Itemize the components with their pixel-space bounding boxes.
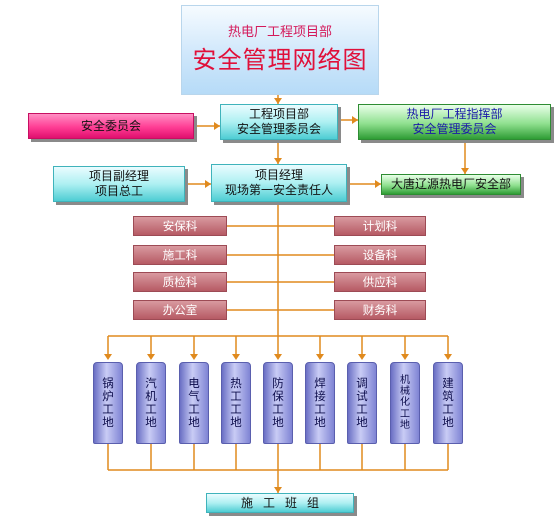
department-box: 计划科 [334,216,426,236]
department-label: 施工科 [162,248,198,262]
team-column: 热工工地 [221,362,251,444]
team-column-char: 锅 [102,376,114,391]
team-column-char: 工 [272,402,284,416]
department-box: 供应科 [334,272,426,292]
department-label: 质检科 [162,275,198,289]
team-column-char: 汽 [145,376,157,391]
team-column-char: 防 [272,376,284,391]
diagram-title-box: 热电厂工程项目部 安全管理网络图 [181,5,379,95]
team-column-char: 地 [230,414,242,429]
team-column: 建筑工地 [433,362,463,444]
team-column-char: 试 [356,389,368,404]
department-box: 设备科 [334,245,426,265]
safety-committee-label: 安全委员会 [80,118,141,133]
team-column-char: 工 [188,402,200,416]
team-column: 防保工地 [263,362,293,444]
team-column-char: 工 [230,402,242,416]
hq-safety-committee-box: 热电厂工程指挥部 安全管理委员会 [358,104,551,140]
team-column: 锅炉工地 [93,362,123,444]
construction-crew-box: 施工班组 [206,493,354,513]
team-column: 焊接工地 [305,362,335,444]
diagram-subtitle: 热电厂工程项目部 [227,24,332,40]
diagram-title: 安全管理网络图 [192,46,368,75]
construction-crew-label: 施工班组 [240,495,329,510]
team-column-char: 地 [442,414,454,429]
team-column: 机械化工地 [390,362,420,444]
team-column-char: 工 [400,408,410,420]
department-label: 计划科 [362,219,398,233]
project-safety-committee-line1: 工程项目部 [248,107,309,121]
team-column-char: 地 [314,414,326,429]
department-label: 安保科 [162,219,198,233]
hq-safety-committee-line1: 热电厂工程指挥部 [406,107,503,121]
team-column-char: 保 [272,389,284,404]
team-column-char: 炉 [102,389,114,404]
department-box: 质检科 [133,272,227,292]
deputy-manager-line2: 项目总工 [94,184,143,198]
team-column-char: 接 [314,389,326,404]
team-column-char: 械 [400,386,410,398]
project-safety-committee-line2: 安全管理委员会 [236,122,321,136]
team-column-char: 地 [102,414,114,429]
team-column-char: 热 [230,376,242,391]
team-column-char: 工 [145,402,157,416]
team-column-char: 工 [442,402,454,416]
team-column-char: 地 [188,414,200,429]
team-column-char: 机 [145,389,157,404]
hq-safety-committee-line2: 安全管理委员会 [412,122,497,136]
project-manager-line2: 现场第一安全责任人 [224,183,333,197]
department-box: 安保科 [133,216,227,236]
deputy-manager-box: 项目副经理 项目总工 [53,166,185,202]
team-column-char: 电 [188,376,200,391]
team-column-char: 气 [188,389,200,404]
safety-committee-box: 安全委员会 [28,113,194,139]
team-column-char: 化 [400,397,410,409]
team-column-char: 筑 [442,389,454,404]
team-column: 调试工地 [347,362,377,444]
department-box: 财务科 [334,300,426,320]
department-label: 财务科 [362,303,398,317]
department-box: 办公室 [133,300,227,320]
team-column: 电气工地 [179,362,209,444]
team-column-char: 工 [314,402,326,416]
team-column-char: 机 [400,375,410,387]
department-label: 办公室 [162,303,198,317]
team-column-char: 地 [272,414,284,429]
team-column-char: 建 [442,376,454,391]
department-box: 施工科 [133,245,227,265]
department-label: 设备科 [362,248,398,262]
team-column-char: 地 [145,414,157,429]
project-manager-box: 项目经理 现场第一安全责任人 [211,164,347,202]
team-column-char: 工 [356,402,368,416]
team-column-char: 调 [356,376,368,391]
team-column-char: 地 [400,419,410,431]
team-column-char: 工 [102,402,114,416]
team-column-char: 工 [230,389,242,404]
plant-safety-department-box: 大唐辽源热电厂安全部 [381,174,521,195]
team-column-char: 地 [356,414,368,429]
team-column: 汽机工地 [136,362,166,444]
project-manager-line1: 项目经理 [254,168,303,182]
team-column-char: 焊 [314,376,326,391]
department-label: 供应科 [362,275,398,289]
project-safety-committee-box: 工程项目部 安全管理委员会 [220,104,338,140]
plant-safety-department-label: 大唐辽源热电厂安全部 [390,177,511,191]
deputy-manager-line1: 项目副经理 [88,169,149,183]
